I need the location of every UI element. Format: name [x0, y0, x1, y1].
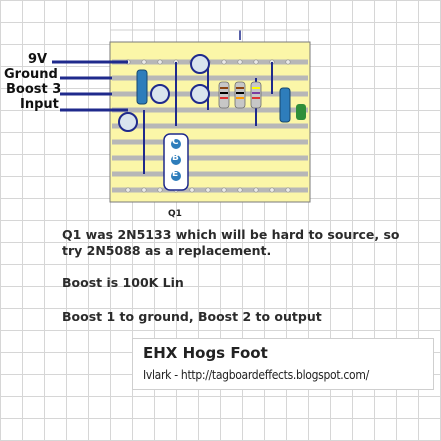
resistor-bands: [220, 87, 260, 99]
label-boost3: Boost 3: [6, 82, 62, 97]
note-line-2: try 2N5088 as a replacement.: [62, 243, 272, 258]
resistors: [218, 81, 262, 109]
q1-designator: Q1: [168, 209, 182, 219]
label-9v: 9V: [28, 52, 48, 67]
pin-label-c: C: [172, 137, 179, 147]
transistor-q1: [163, 133, 189, 191]
board-outline: [109, 41, 311, 203]
capacitor-right: [279, 87, 291, 123]
pin-label-e: E: [172, 169, 179, 179]
label-ground: Ground: [4, 67, 58, 82]
off-board-wires: [52, 60, 128, 112]
credit-link[interactable]: Ivlark - http://tagboardeffects.blogspot…: [143, 368, 369, 382]
capacitor-left: [136, 69, 148, 105]
terminal-pads: [296, 104, 306, 120]
electrolytic-caps: [118, 54, 210, 132]
title-box: EHX Hogs Foot Ivlark - http://tagboardef…: [132, 338, 434, 390]
label-input: Input: [20, 97, 59, 112]
title-text: EHX Hogs Foot: [143, 344, 268, 362]
note-line-4: Boost 1 to ground, Boost 2 to output: [62, 309, 322, 324]
note-line-1: Q1 was 2N5133 which will be hard to sour…: [62, 227, 400, 242]
pin-label-b: B: [172, 153, 179, 163]
note-line-3: Boost is 100K Lin: [62, 275, 184, 290]
